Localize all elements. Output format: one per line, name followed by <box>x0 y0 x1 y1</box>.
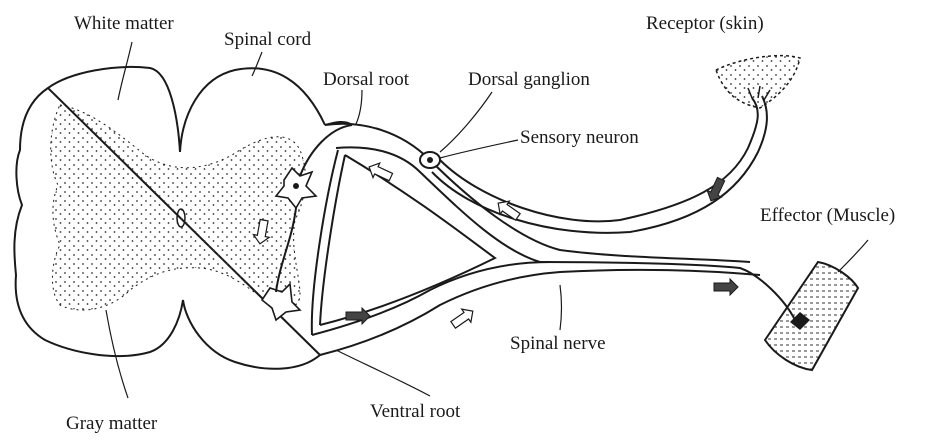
label-sensory-neuron: Sensory neuron <box>520 128 639 147</box>
label-spinal-cord: Spinal cord <box>224 30 311 49</box>
label-effector: Effector (Muscle) <box>760 206 895 225</box>
label-receptor: Receptor (skin) <box>646 14 764 33</box>
sensory-axon-in-cord <box>300 125 352 176</box>
impulse-arrow-dorsal <box>366 160 395 185</box>
label-gray-matter: Gray matter <box>66 414 157 433</box>
label-dorsal-ganglion: Dorsal ganglion <box>468 70 590 89</box>
label-spinal-nerve: Spinal nerve <box>510 334 606 353</box>
effector-muscle <box>765 262 858 370</box>
label-white-matter: White matter <box>74 14 174 33</box>
impulse-arrow-effector <box>714 279 738 295</box>
impulse-arrow-ventral-outer <box>449 305 478 332</box>
label-ventral-root: Ventral root <box>370 402 460 421</box>
label-dorsal-root: Dorsal root <box>323 70 409 89</box>
sensory-fiber-to-receptor <box>440 98 758 221</box>
receptor-skin <box>716 56 800 108</box>
